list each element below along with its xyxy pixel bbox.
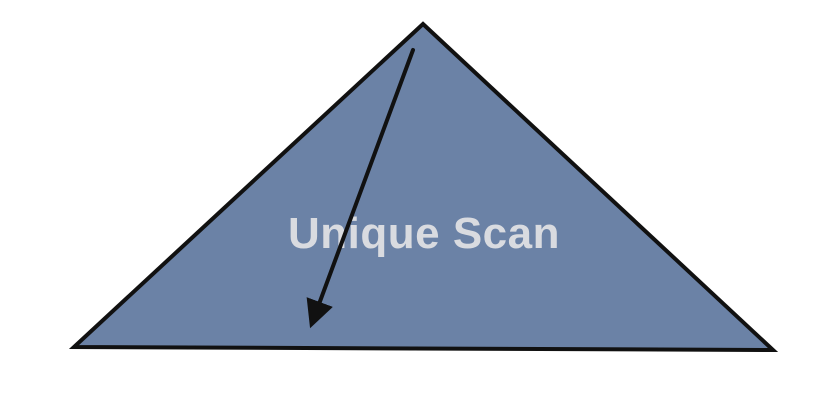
- scan-arrow: [306, 48, 415, 329]
- diagram-label: Unique Scan: [288, 209, 560, 258]
- triangle-shape: [68, 21, 779, 353]
